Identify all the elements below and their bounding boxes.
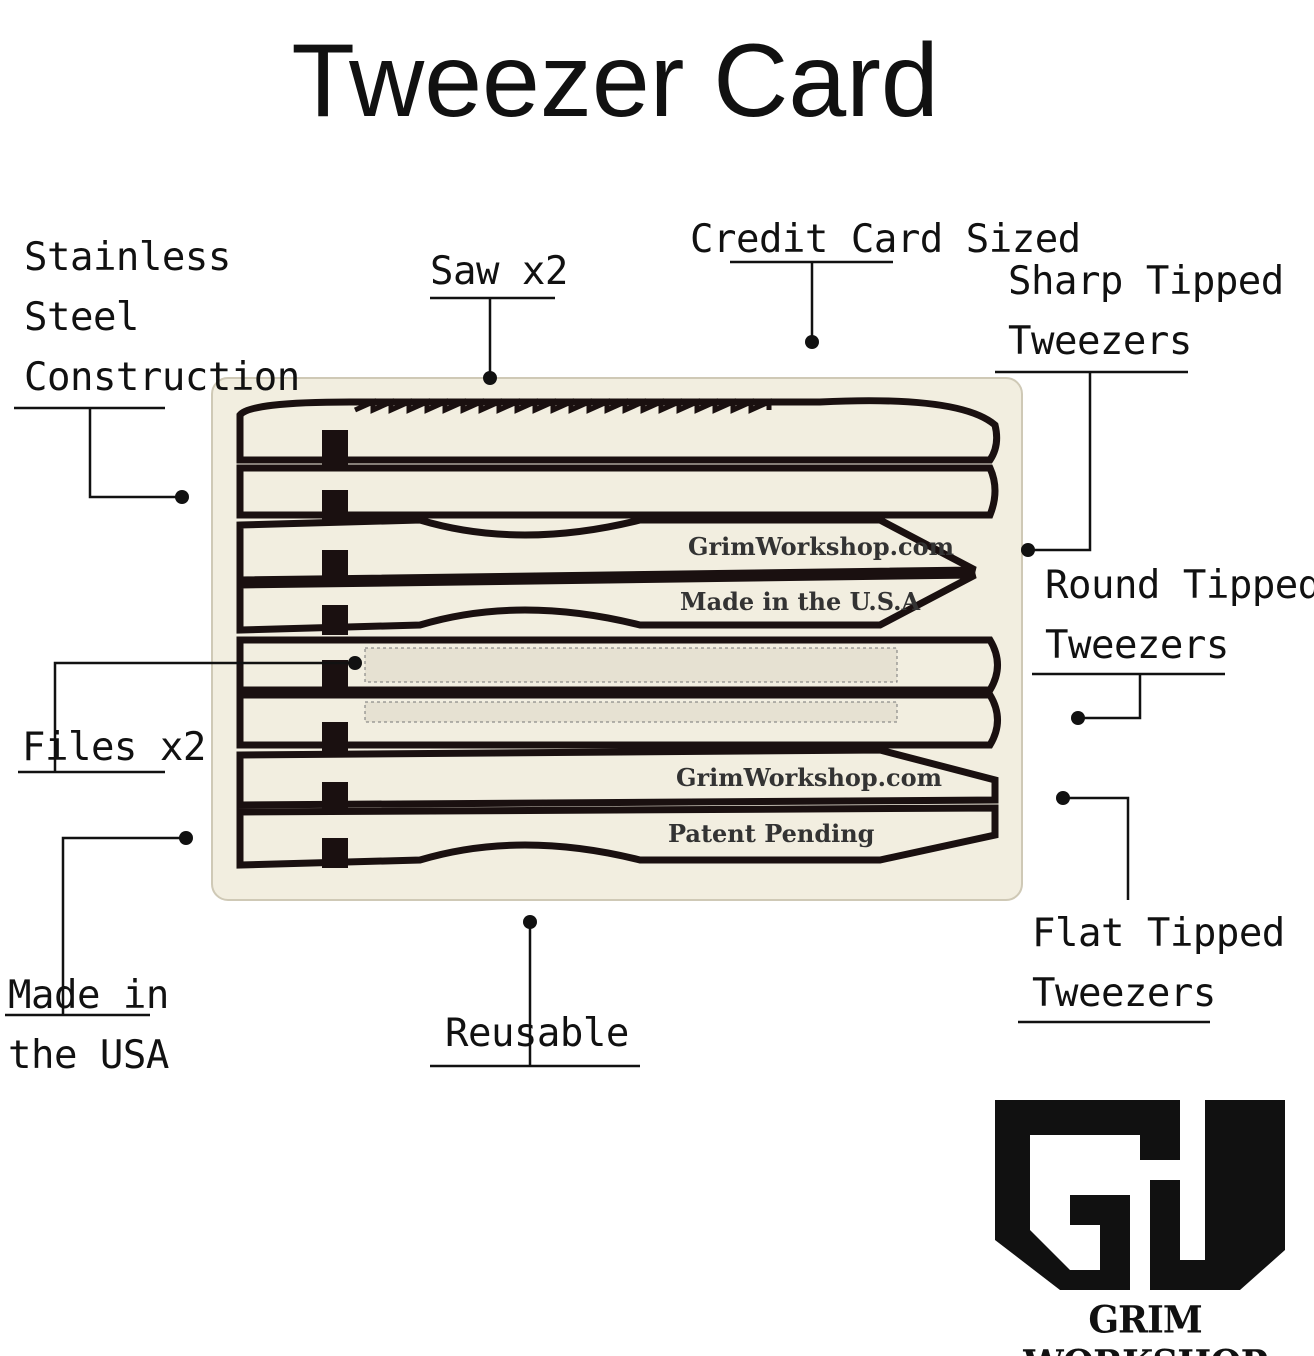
tool-outlines — [236, 397, 1001, 869]
label-saw: Saw x2 — [430, 249, 568, 294]
engraving-website-1: GrimWorkshop.com — [688, 532, 954, 561]
logo-text: GRIM WORKSHOP — [1023, 1297, 1267, 1356]
page-title: Tweezer Card — [291, 23, 939, 139]
engraving-website-2: GrimWorkshop.com — [676, 763, 942, 792]
label-credit-card-sized: Credit Card Sized — [690, 217, 1081, 262]
saw-blade-1 — [236, 397, 1001, 464]
file-texture-2 — [364, 701, 898, 723]
tweezer-sharp-1 — [236, 516, 977, 584]
tweezer-sharp-2 — [236, 571, 977, 634]
file-texture-1 — [364, 647, 898, 683]
leader-dots — [175, 335, 1085, 929]
engraving-made-in-usa: Made in the U.S.A — [680, 587, 921, 616]
file-2 — [236, 691, 1001, 749]
label-reusable: Reusable — [445, 1011, 629, 1056]
engraving-patent-pending: Patent Pending — [668, 819, 875, 848]
tweezer-flat-1 — [236, 746, 999, 809]
saw-teeth — [353, 398, 772, 414]
tab-marks — [322, 430, 348, 868]
saw-blade-2 — [236, 464, 999, 519]
grim-workshop-logo-mark — [995, 1100, 1285, 1290]
leader-lines — [5, 260, 1225, 1068]
file-1 — [236, 636, 1001, 694]
tweezer-flat-2 — [236, 804, 999, 869]
label-files: Files x2 — [22, 725, 206, 770]
